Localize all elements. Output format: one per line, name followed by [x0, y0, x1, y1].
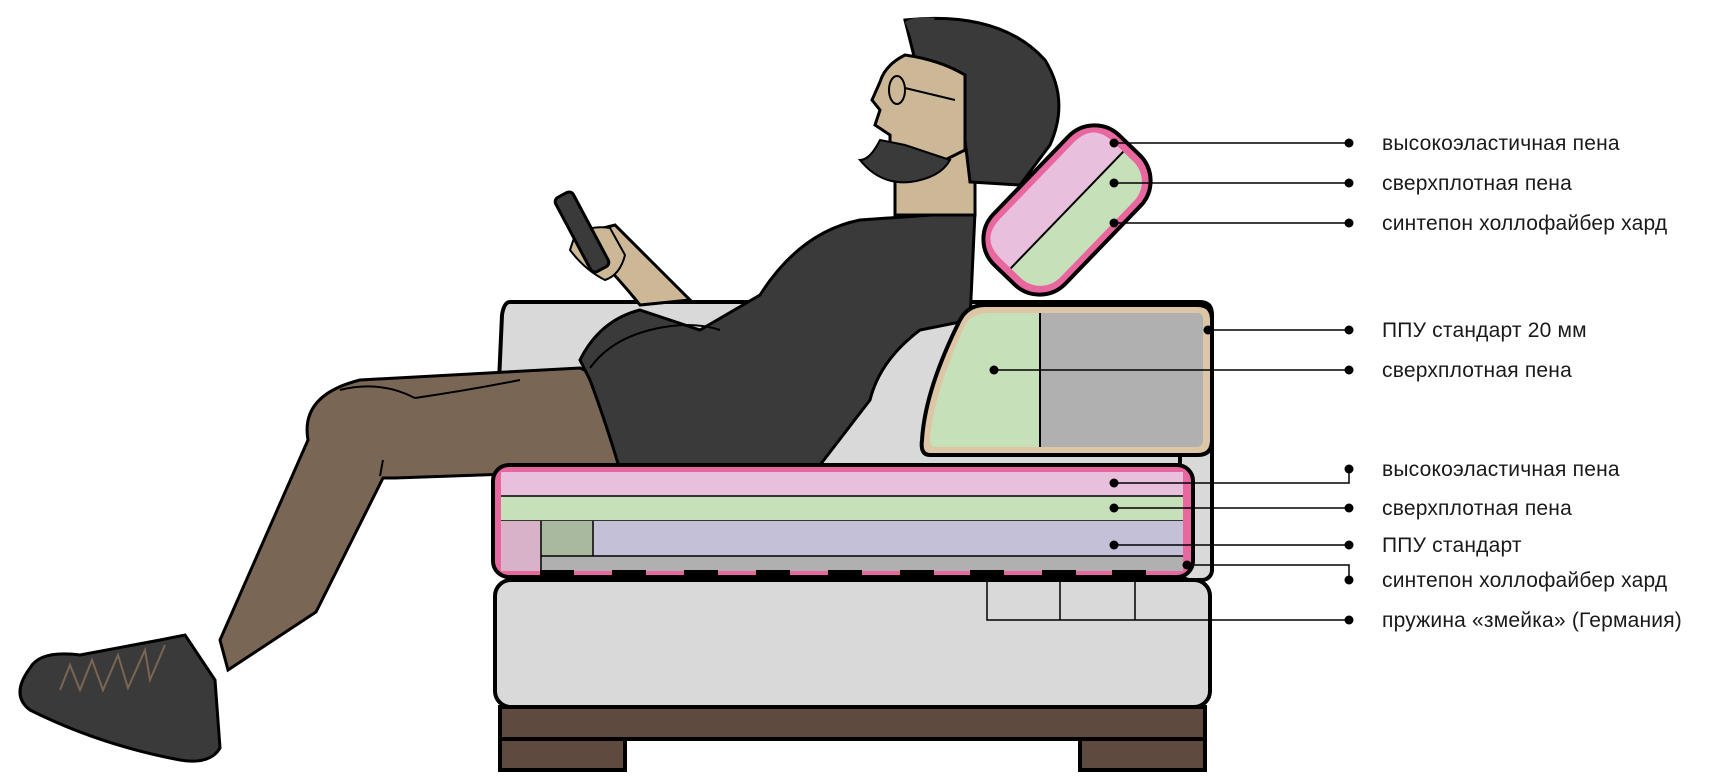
- label-seat-high-elastic-foam: высокоэластичная пена: [1382, 458, 1620, 481]
- callout-labels: высокоэластичная пена сверхплотная пена …: [1382, 132, 1682, 632]
- snake-springs: [540, 570, 1146, 579]
- sofa-base-block: [495, 580, 1210, 707]
- label-seat-ppu-standard: ППУ стандарт: [1382, 534, 1522, 557]
- label-armrest-ultra-dense-foam: сверхплотная пена: [1382, 359, 1572, 382]
- label-headrest-high-elastic-foam: высокоэластичная пена: [1382, 132, 1620, 155]
- label-seat-ultra-dense-foam: сверхплотная пена: [1382, 497, 1572, 520]
- label-armrest-ppu-20mm: ППУ стандарт 20 мм: [1382, 319, 1587, 342]
- label-headrest-ultra-dense-foam: сверхплотная пена: [1382, 172, 1572, 195]
- label-seat-hollofiber: синтепон холлофайбер хард: [1382, 569, 1667, 592]
- sofa-legs: [500, 707, 1205, 770]
- person-shoe: [20, 635, 220, 761]
- seat-cushion: [493, 465, 1193, 577]
- label-seat-snake-spring: пружина «змейка» (Германия): [1382, 609, 1682, 632]
- armrest-cushion: [922, 305, 1212, 455]
- label-headrest-hollofiber: синтепон холлофайбер хард: [1382, 212, 1667, 235]
